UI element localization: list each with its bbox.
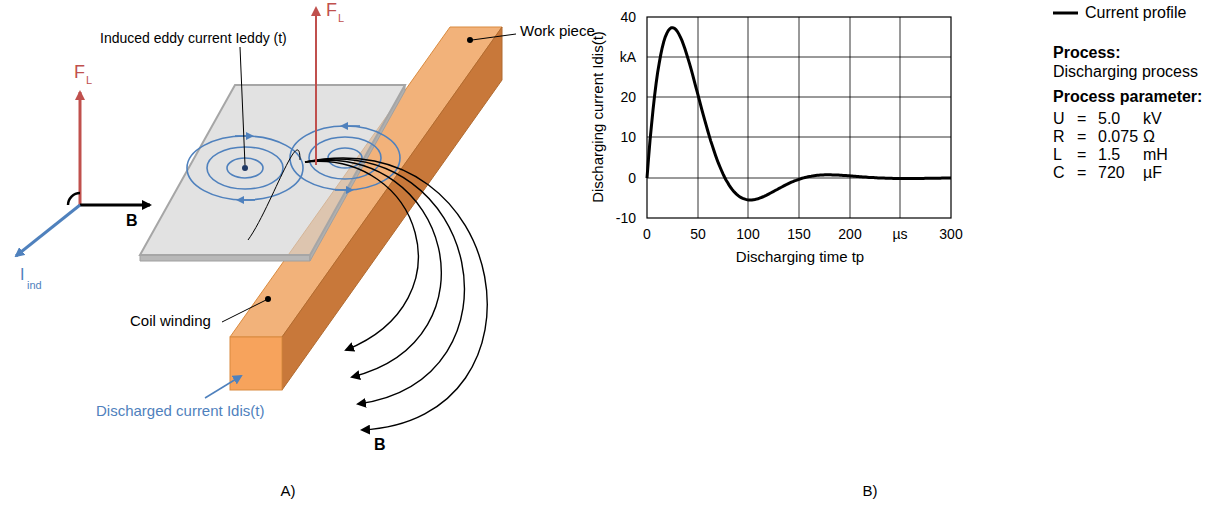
axis-tick: -10 bbox=[616, 210, 636, 226]
param-unit: kV bbox=[1143, 110, 1162, 128]
param-eq: = bbox=[1077, 146, 1086, 164]
param-eq: = bbox=[1077, 164, 1086, 182]
leader-lines bbox=[205, 34, 516, 398]
part-label: Induced eddy current Ieddy (t) bbox=[100, 30, 287, 46]
force-symbol: F bbox=[74, 62, 85, 82]
axis-tick: 0 bbox=[643, 226, 651, 242]
axis-tick: 50 bbox=[690, 226, 706, 242]
subscript: L bbox=[338, 12, 344, 24]
param-eq: = bbox=[1077, 110, 1086, 128]
axis-unit: kA bbox=[620, 49, 636, 65]
axis-tick: 150 bbox=[787, 226, 810, 242]
field-lines bbox=[248, 150, 487, 430]
param-value: 0.075 bbox=[1098, 128, 1138, 146]
panel-label: B) bbox=[863, 482, 878, 499]
part-label: Coil winding bbox=[130, 312, 211, 329]
axis-tick: 100 bbox=[736, 226, 759, 242]
subscript: L bbox=[86, 74, 92, 86]
axis-tick: 300 bbox=[939, 226, 962, 242]
force-arrow bbox=[315, 8, 317, 165]
param-value: 720 bbox=[1098, 164, 1125, 182]
axis-tick: 200 bbox=[838, 226, 861, 242]
note-text: Discharging process bbox=[1053, 63, 1198, 81]
param-name: U bbox=[1053, 110, 1065, 128]
param-name: L bbox=[1053, 146, 1062, 164]
chart-grid bbox=[647, 17, 951, 218]
field-symbol: B bbox=[374, 436, 386, 454]
axis-title: Discharging time tp bbox=[736, 248, 864, 265]
axis-tick: 0 bbox=[628, 170, 636, 186]
axis-unit: µs bbox=[892, 226, 907, 242]
field-symbol: B bbox=[126, 212, 138, 230]
param-unit: mH bbox=[1143, 146, 1168, 164]
axis-tick: 10 bbox=[620, 129, 636, 145]
axis-title: Discharging current Idis(t) bbox=[589, 31, 606, 203]
param-unit: Ω bbox=[1143, 128, 1155, 146]
work-piece bbox=[140, 85, 405, 261]
param-value: 1.5 bbox=[1098, 146, 1120, 164]
current-symbol: I bbox=[20, 266, 24, 284]
param-unit: µF bbox=[1143, 164, 1162, 182]
part-label: Work piece bbox=[520, 22, 595, 39]
panel-label: A) bbox=[281, 482, 296, 499]
axis-tick: 40 bbox=[620, 9, 636, 25]
param-value: 5.0 bbox=[1098, 110, 1120, 128]
legend-text: Current profile bbox=[1085, 4, 1186, 22]
note-heading: Process parameter: bbox=[1053, 88, 1202, 106]
axis-tick: 20 bbox=[620, 89, 636, 105]
axis-glyph bbox=[16, 92, 150, 256]
legend-line-sample bbox=[1053, 12, 1078, 15]
current-curve bbox=[647, 28, 951, 200]
param-name: C bbox=[1053, 164, 1065, 182]
note-heading: Process: bbox=[1053, 44, 1121, 62]
part-label: Discharged current Idis(t) bbox=[96, 402, 264, 419]
param-eq: = bbox=[1077, 128, 1086, 146]
subscript: ind bbox=[27, 279, 42, 291]
force-symbol: F bbox=[326, 0, 337, 20]
param-name: R bbox=[1053, 128, 1065, 146]
